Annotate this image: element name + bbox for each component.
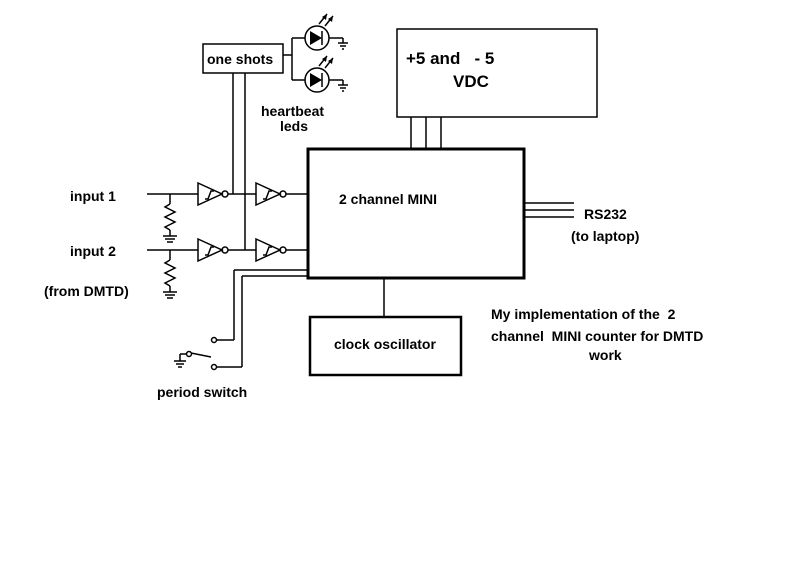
one-shots-label: one shots [207,51,273,67]
schmitt-trigger-inverter-icon [255,237,287,263]
rs232-bus [524,202,574,218]
mini-counter-block: 2 channel MINI [306,147,526,280]
ground-icon [174,354,186,368]
period-switch-label: period switch [157,384,247,400]
caption-line1: My implementation of the 2 [491,306,676,322]
schmitt-trigger-inverter-icon [197,181,229,207]
input2-label: input 2 [70,243,116,259]
led-wiring [283,37,305,81]
period-switch-wiring [217,269,308,368]
resistor-icon [163,194,177,236]
diagram-caption: My implementation of the 2 channel MINI … [491,306,703,363]
input1-label: input 1 [70,188,116,204]
led-icon [304,55,348,93]
one-shot-taps [232,73,246,250]
clock-label: clock oscillator [334,336,436,352]
ground-icon [163,291,177,299]
caption-line3: work [588,347,622,363]
power-bus [410,117,442,149]
mini-label: 2 channel MINI [339,191,437,207]
caption-line2: channel MINI counter for DMTD [491,328,703,344]
spdt-switch-icon [180,336,218,371]
resistor-icon [163,250,177,292]
one-shots-block: one shots [202,43,284,74]
clock-oscillator-block: clock oscillator [308,315,463,377]
schmitt-trigger-inverter-icon [197,237,229,263]
power-label-line2: VDC [453,72,489,91]
heartbeat-label-line1: heartbeat [261,103,324,119]
heartbeat-label-line2: leds [280,118,308,134]
led-icon [304,13,348,51]
power-label-line1: +5 and - 5 [406,49,494,68]
schmitt-trigger-inverter-icon [255,181,287,207]
rs232-label: RS232 [584,206,627,222]
power-supply-block: +5 and - 5 VDC [396,28,598,118]
ground-icon [163,235,177,243]
from-dmtd-label: (from DMTD) [44,283,129,299]
to-laptop-label: (to laptop) [571,228,639,244]
